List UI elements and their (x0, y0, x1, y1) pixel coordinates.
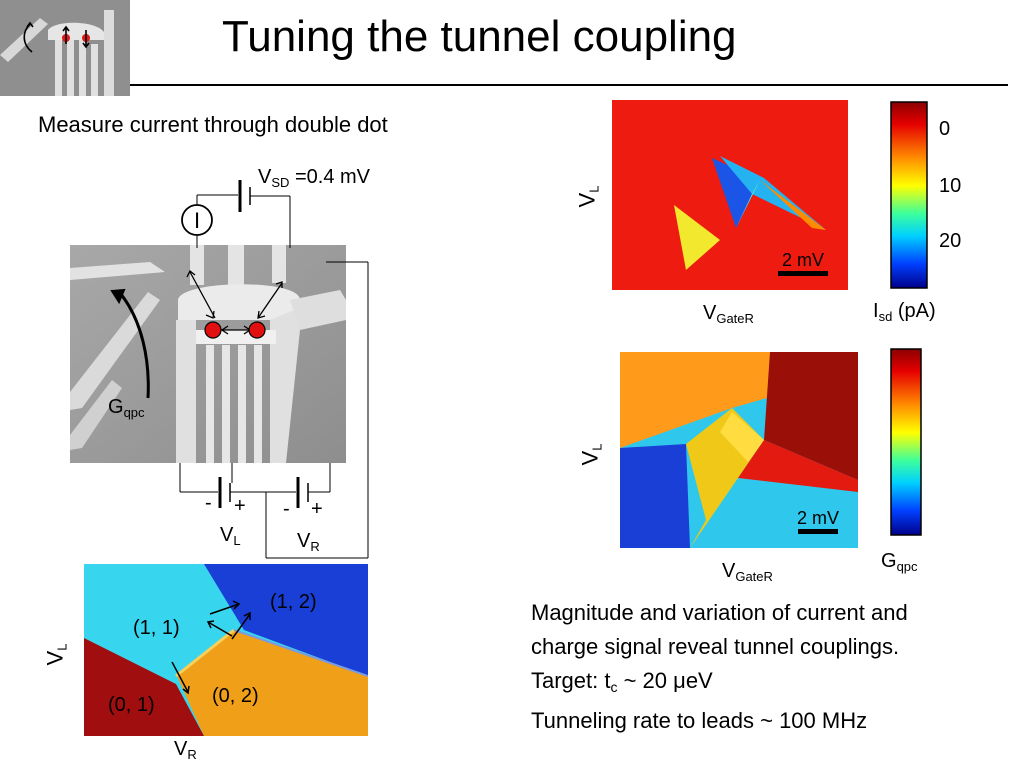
colorbar-tick-0: 0 (939, 118, 951, 140)
gqpc-scale-bar (798, 529, 838, 534)
gqpc-label: Gqpc (108, 396, 145, 420)
title-underline (130, 84, 1008, 86)
gqpc-map: 2 mV (620, 352, 858, 548)
gqpc-colorbar-label: Gqpc (881, 550, 918, 574)
state-1-2: (1, 2) (270, 591, 317, 613)
current-colorbar-label: Isd (pA) (873, 300, 936, 324)
state-0-1: (0, 1) (108, 694, 155, 716)
device-thumbnail (0, 0, 130, 96)
caption-line-2: charge signal reveal tunnel couplings. (531, 634, 900, 659)
region-0-2 (176, 630, 368, 736)
current-scale-bar-label: 2 mV (782, 250, 824, 270)
current-map-xlabel: VGateR (703, 302, 754, 326)
vr-label: VR (297, 530, 320, 554)
circuit-heading: Measure current through double dot (38, 112, 388, 137)
colorbar-tick-10: 10 (939, 175, 962, 197)
gqpc-map-ylabel: VL (577, 443, 605, 466)
region-1-2 (204, 564, 368, 676)
caption-line-3: Target: tc ~ 20 μeV (531, 668, 713, 695)
vr-plus: + (311, 498, 323, 520)
caption: Magnitude and variation of current and c… (531, 596, 1011, 738)
caption-line-1: Magnitude and variation of current and (531, 600, 908, 625)
current-scale-bar (778, 271, 828, 276)
vl-label: VL (220, 524, 241, 548)
gqpc-colorbar (890, 348, 922, 536)
vsd-label: VSD =0.4 mV (258, 166, 371, 190)
slide-title: Tuning the tunnel coupling (222, 12, 737, 61)
gqpc-darkred-region (764, 352, 858, 480)
charge-map-ylabel: VL (42, 643, 70, 666)
current-map: 2 mV (612, 100, 848, 290)
colorbar-tick-20: 20 (939, 230, 962, 252)
circuit-diagram: I (70, 180, 369, 559)
vl-minus: - (205, 492, 212, 514)
gqpc-scale-bar-label: 2 mV (797, 508, 839, 528)
gqpc-blue-region (620, 444, 690, 548)
state-0-2: (0, 2) (212, 685, 259, 707)
current-triangle-left (674, 205, 720, 270)
charge-map-xlabel: VR (174, 738, 197, 762)
gqpc-map-xlabel: VGateR (722, 560, 773, 584)
charge-stability-map (84, 564, 368, 736)
right-dot (248, 321, 266, 339)
vr-minus: - (283, 498, 290, 520)
caption-line-4: Tunneling rate to leads ~ 100 MHz (531, 708, 868, 733)
current-map-ylabel: VL (574, 185, 602, 208)
vl-plus: + (234, 495, 246, 517)
left-dot (204, 321, 222, 339)
state-1-1: (1, 1) (133, 617, 180, 639)
ammeter-icon (181, 204, 213, 236)
current-colorbar (890, 101, 928, 289)
ammeter-label: I (194, 208, 200, 233)
region-0-1 (84, 638, 204, 736)
